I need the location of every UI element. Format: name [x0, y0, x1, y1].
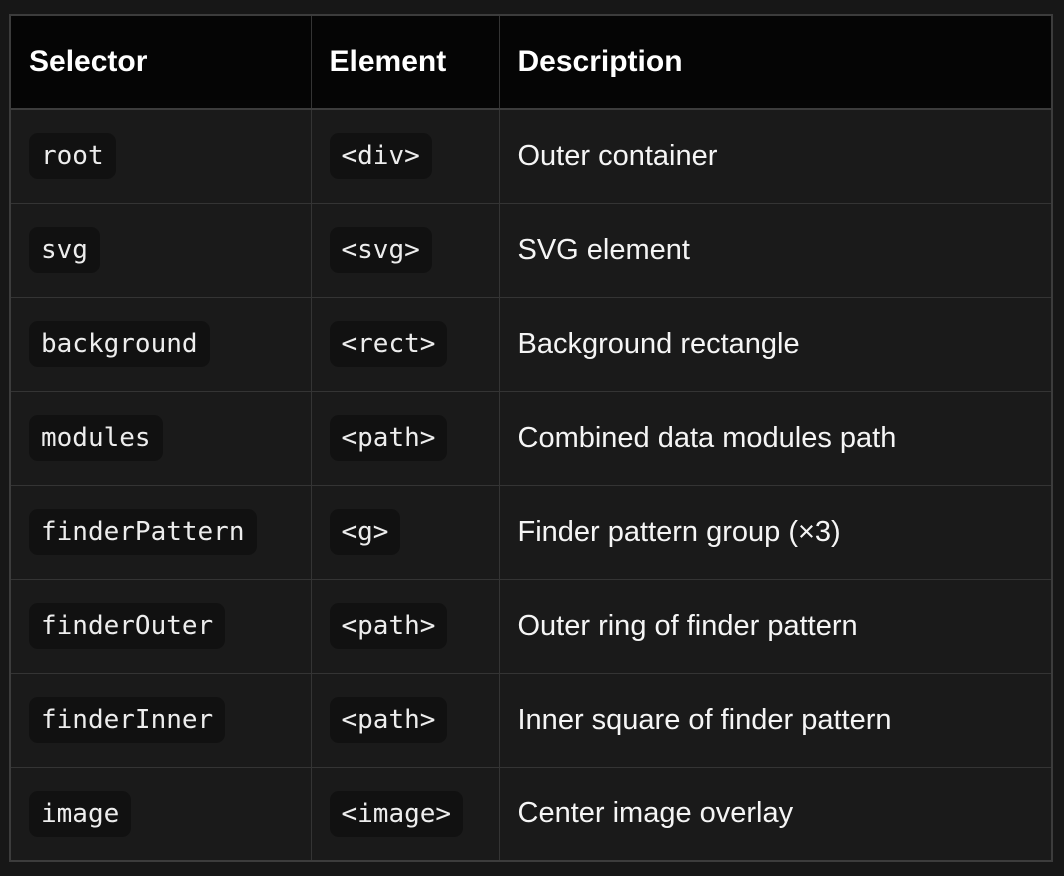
- element-cell: <svg>: [310, 202, 500, 298]
- column-header-description: Description: [498, 14, 1053, 110]
- element-code-badge: <image>: [329, 790, 464, 837]
- table-row: svg <svg> SVG element: [9, 202, 1053, 298]
- selector-cell: finderPattern: [9, 484, 312, 580]
- table-row: finderOuter <path> Outer ring of finder pa…: [9, 578, 1053, 674]
- element-code-badge: <path>: [329, 697, 448, 743]
- selector-reference-table: Selector Element Description root <div> Ou…: [9, 14, 1053, 862]
- description-cell: Background rectangle: [498, 296, 1053, 392]
- selector-code-badge: root: [29, 133, 116, 180]
- selector-code-badge: background: [29, 321, 210, 367]
- selector-cell: image: [9, 766, 312, 862]
- element-cell: <path>: [310, 672, 500, 768]
- description-cell: Combined data modules path: [498, 390, 1053, 486]
- description-cell: Inner square of finder pattern: [498, 672, 1053, 768]
- element-code-badge: <path>: [329, 415, 448, 461]
- element-code-badge: <div>: [329, 133, 432, 180]
- table-body: root <div> Outer container svg <svg> SVG elem…: [9, 108, 1053, 862]
- table-row: modules <path> Combined data modules path: [9, 390, 1053, 486]
- element-cell: <path>: [310, 578, 500, 674]
- table-row: finderPattern <g> Finder pattern group (×3…: [9, 484, 1053, 580]
- description-cell: Outer container: [498, 108, 1053, 204]
- element-code-badge: <path>: [329, 603, 448, 649]
- table-row: root <div> Outer container: [9, 108, 1053, 204]
- table-header: Selector Element Description: [9, 14, 1053, 110]
- table-row: background <rect> Background rectangle: [9, 296, 1053, 392]
- element-cell: <rect>: [310, 296, 500, 392]
- description-cell: Finder pattern group (×3): [498, 484, 1053, 580]
- selector-code-badge: image: [29, 790, 132, 837]
- description-cell: SVG element: [498, 202, 1053, 298]
- element-cell: <div>: [310, 108, 500, 204]
- element-cell: <g>: [310, 484, 500, 580]
- description-cell: Center image overlay: [498, 766, 1053, 862]
- element-code-badge: <svg>: [329, 227, 432, 273]
- selector-cell: finderOuter: [9, 578, 312, 674]
- selector-cell: finderInner: [9, 672, 312, 768]
- column-header-selector: Selector: [9, 14, 312, 110]
- selector-cell: modules: [9, 390, 312, 486]
- selector-cell: svg: [9, 202, 312, 298]
- table-row: image <image> Center image overlay: [9, 766, 1053, 862]
- selector-cell: root: [9, 108, 312, 204]
- table-row: finderInner <path> Inner square of finder …: [9, 672, 1053, 768]
- element-cell: <path>: [310, 390, 500, 486]
- selector-code-badge: svg: [29, 227, 100, 273]
- element-cell: <image>: [310, 766, 500, 862]
- element-code-badge: <rect>: [329, 321, 448, 367]
- selector-code-badge: modules: [29, 415, 163, 461]
- selector-code-badge: finderOuter: [29, 603, 226, 649]
- description-cell: Outer ring of finder pattern: [498, 578, 1053, 674]
- selector-code-badge: finderPattern: [29, 509, 257, 555]
- element-code-badge: <g>: [329, 509, 401, 555]
- header-row: Selector Element Description: [9, 14, 1053, 110]
- selector-cell: background: [9, 296, 312, 392]
- column-header-element: Element: [310, 14, 500, 110]
- selector-code-badge: finderInner: [29, 697, 226, 743]
